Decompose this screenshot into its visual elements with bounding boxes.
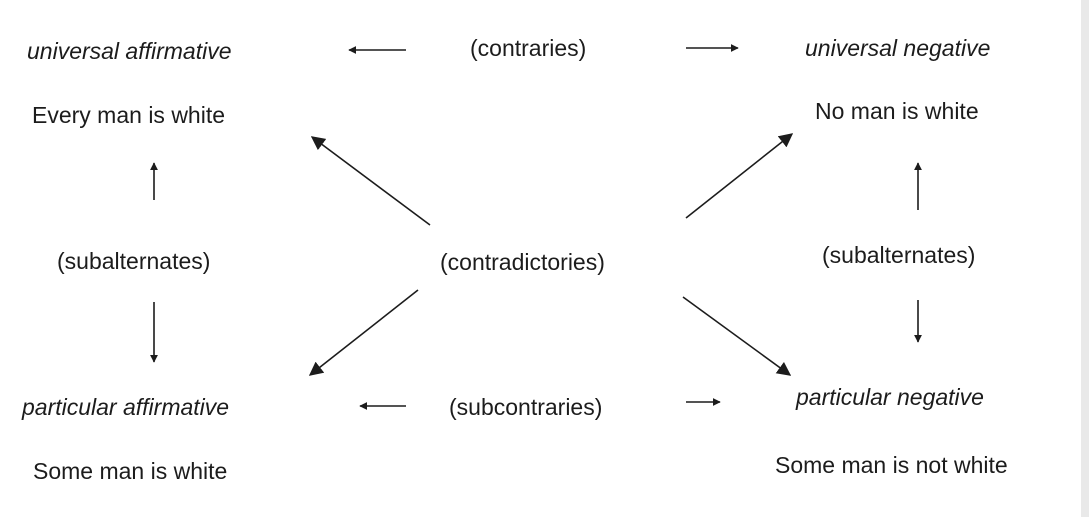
contradictories-label: (contradictories) bbox=[440, 249, 605, 275]
universal-negative-label: universal negative bbox=[805, 35, 991, 61]
contraries-label: (contraries) bbox=[470, 35, 587, 61]
contradictories-arrow-to-bottom-right bbox=[682, 296, 792, 376]
universal-affirmative-label: universal affirmative bbox=[27, 38, 232, 64]
subcontraries-label: (subcontraries) bbox=[449, 394, 603, 420]
particular-affirmative-example: Some man is white bbox=[33, 458, 228, 484]
particular-negative-example: Some man is not white bbox=[775, 452, 1008, 478]
particular-negative-label: particular negative bbox=[796, 384, 984, 410]
universal-negative-example: No man is white bbox=[815, 98, 979, 124]
contradictories-arrow-to-bottom-left bbox=[308, 289, 419, 376]
right-subalternates-label: (subalternates) bbox=[822, 242, 976, 268]
universal-affirmative-example: Every man is white bbox=[32, 102, 226, 128]
particular-affirmative-label: particular affirmative bbox=[22, 394, 230, 420]
left-subalternates-label: (subalternates) bbox=[57, 248, 211, 274]
page-edge-shade bbox=[1081, 0, 1089, 517]
contradictories-arrow-to-top-left bbox=[310, 136, 431, 226]
contradictories-arrow-to-top-right bbox=[685, 133, 794, 219]
